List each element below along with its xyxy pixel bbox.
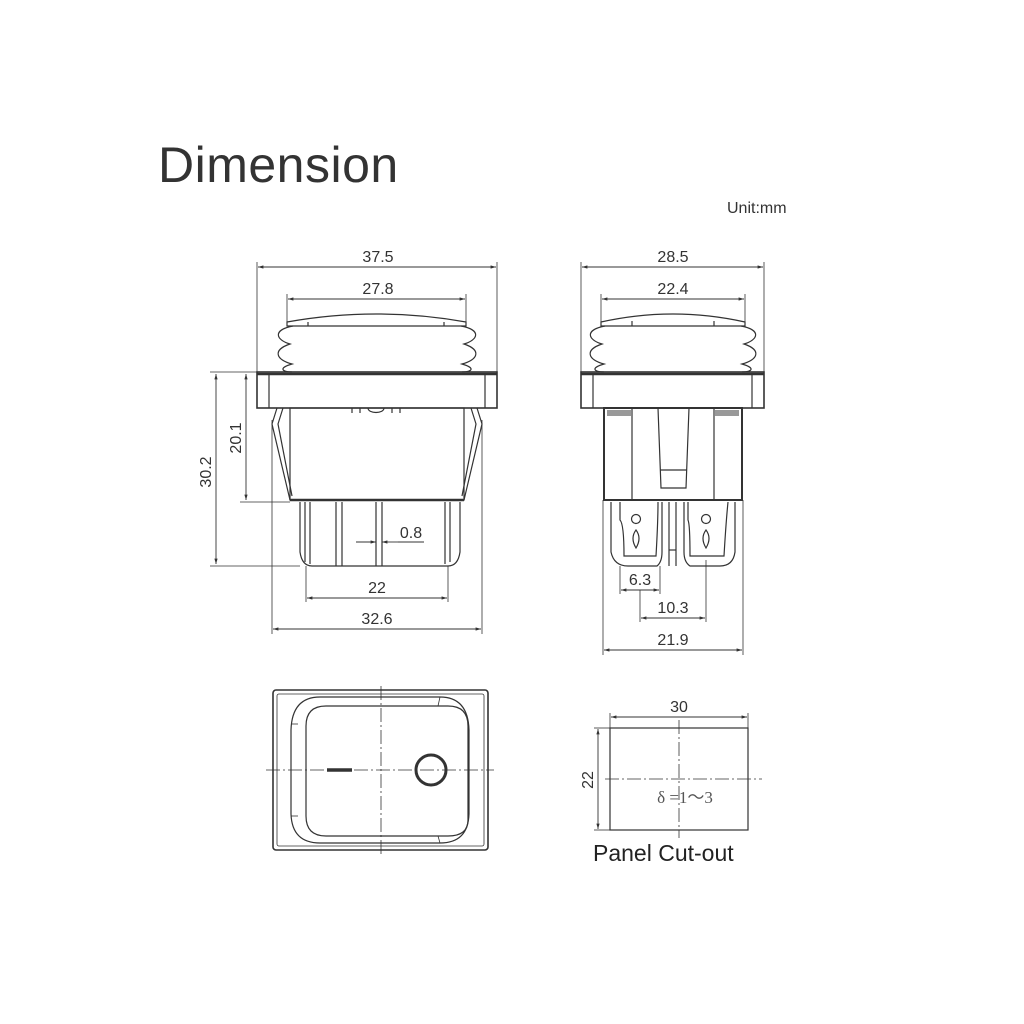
- front-overall-width-label: 37.5: [362, 249, 393, 266]
- front-view: [210, 262, 498, 634]
- side-overall-width-label: 28.5: [657, 249, 688, 266]
- front-body-height-label: 20.1: [228, 422, 245, 453]
- terminal-pitch-label: 10.3: [657, 600, 688, 617]
- unit-label: Unit:mm: [727, 200, 787, 217]
- terminal-thickness-label: 0.8: [400, 525, 422, 542]
- top-view: [266, 686, 494, 856]
- cutout-width-label: 30: [670, 699, 688, 716]
- cutout-height-label: 22: [580, 771, 597, 789]
- off-symbol-icon: [414, 753, 448, 787]
- panel-cutout-view: [594, 713, 762, 838]
- thickness-note: δ =1～3: [657, 788, 713, 807]
- page-title: Dimension: [158, 137, 399, 193]
- side-body-width-label: 21.9: [657, 632, 688, 649]
- panel-cutout-caption: Panel Cut-out: [593, 840, 734, 866]
- front-body-width-label: 32.6: [361, 611, 392, 628]
- side-cap-width-label: 22.4: [657, 281, 688, 298]
- terminal-span-label: 22: [368, 580, 386, 597]
- front-cap-width-label: 27.8: [362, 281, 393, 298]
- side-view: [580, 262, 765, 655]
- front-overall-height-label: 30.2: [198, 456, 215, 487]
- terminal-width-label: 6.3: [629, 572, 651, 589]
